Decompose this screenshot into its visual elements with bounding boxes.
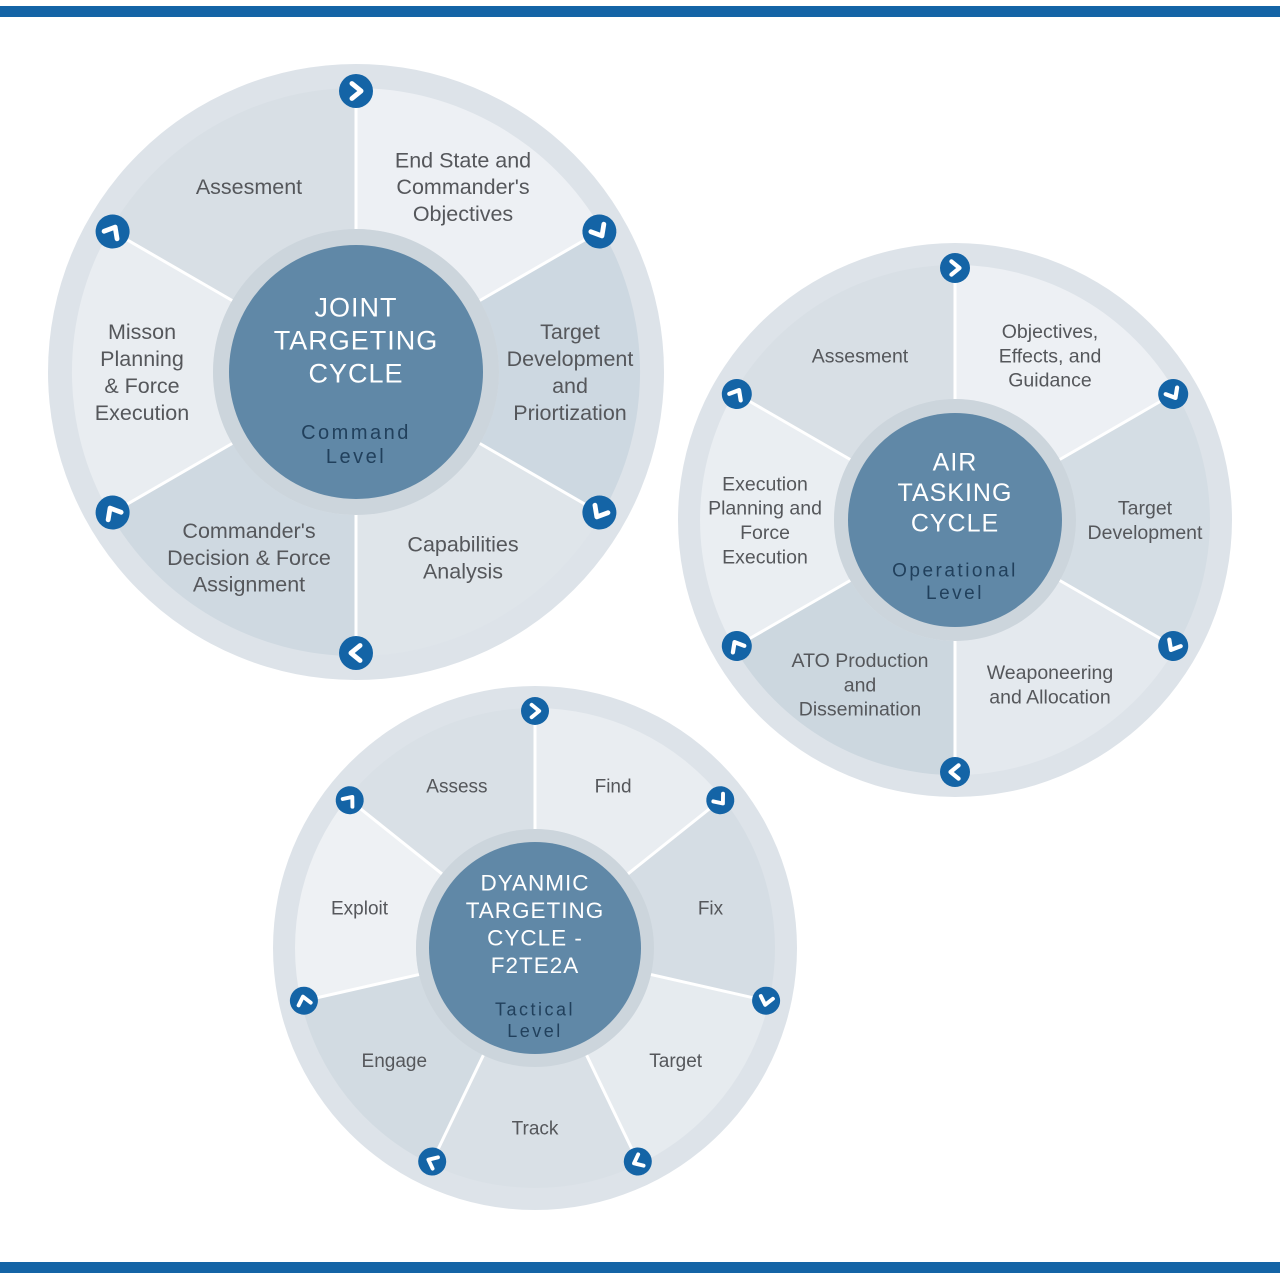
cycle-arrow-icon [1158,631,1189,661]
segment-divider [1058,390,1178,462]
segment-divider [429,1053,486,1166]
cycle-arrow-icon [706,786,735,815]
segment-target [586,974,769,1165]
segment-label-assesment: Assesment [812,345,909,367]
segment-divider [478,441,604,516]
top-accent-bar [0,6,1280,17]
cycle-arrow-icon [95,214,130,249]
air-tasking-cycle-hub [848,413,1062,627]
segment-divider [732,390,852,462]
segment-fix [628,798,775,1002]
cycle-arrow-icon [335,786,364,815]
cycle-arrow-icon [623,1147,652,1176]
cycle-arrow-icon [582,495,617,530]
segment-target-development [1059,392,1210,648]
segment-misson-planning-force-execution [71,230,233,514]
segment-divider [584,1053,641,1166]
cycle-arrow-icon [339,74,373,108]
segment-divider [108,228,234,303]
segment-assesment [110,88,356,301]
segment-divider [1058,578,1178,650]
segment-label-assess: Assess [426,777,487,798]
segment-track [430,1055,640,1188]
segment-divider [108,441,234,516]
segment-target-development-and-priortization [479,230,641,514]
segment-label-find: Find [595,777,632,798]
segment-label-fix: Fix [698,899,724,920]
cycle-arrow-icon [940,253,970,283]
bottom-accent-bar [0,1262,1280,1273]
segment-engage [301,974,484,1165]
segment-divider [299,972,421,1004]
segment-weaponeering-and-allocation [955,580,1176,775]
segment-end-state-and-commander-s-objectives [356,87,602,301]
cycle-arrow-icon [940,757,970,787]
cycle-arrow-icon [289,986,318,1015]
cycle-arrow-icon [521,697,549,725]
segment-exploit [295,798,442,1002]
segment-label-assesment: Assesment [196,175,302,199]
segment-label-engage: Engage [362,1051,428,1072]
dynamic-targeting-cycle-hub [429,842,641,1054]
segment-execution-planning-and-force-execution [700,392,851,648]
cycle-arrow-icon [721,379,752,409]
segment-label-exploit: Exploit [331,899,389,920]
segment-commander-s-decision-force-assignment [110,443,356,656]
segment-objectives-effects-and-guidance [955,265,1176,460]
segment-find [535,708,723,874]
segment-divider [345,796,444,876]
segment-assesment [734,265,955,460]
cycle-arrow-icon [752,986,781,1015]
segment-divider [649,972,771,1004]
segment-capabilities-analysis [356,443,602,656]
segment-divider [626,796,725,876]
segment-divider [732,578,852,650]
segment-divider [478,228,604,303]
cycle-arrow-icon [339,636,373,670]
cycle-arrow-icon [582,214,617,249]
cycle-arrow-icon [95,495,130,530]
segment-label-track: Track [512,1119,559,1140]
segment-label-target: Target [649,1051,703,1072]
joint-targeting-cycle-hub [229,245,483,499]
segment-assess [347,708,535,874]
segment-ato-production-and-dissemination [734,580,955,775]
cycle-arrow-icon [721,631,752,661]
cycle-arrow-icon [1158,379,1189,409]
cycle-arrow-icon [418,1147,447,1176]
